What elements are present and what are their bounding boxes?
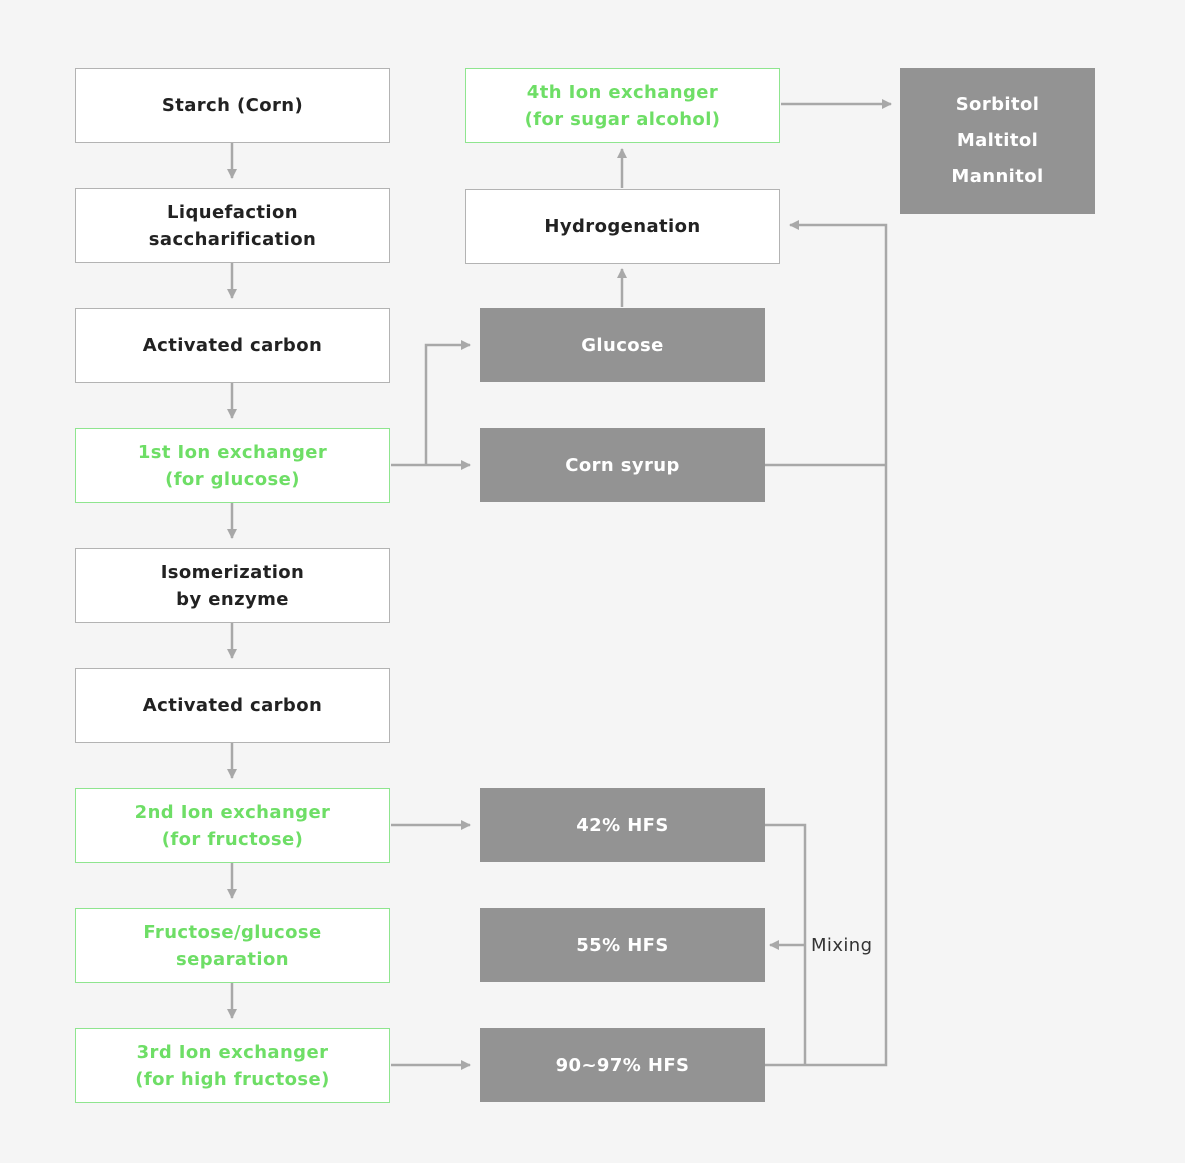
mixing-label: Mixing <box>811 935 873 956</box>
product-90-97-hfs-label: 90~97% HFS <box>555 1054 690 1076</box>
step-separation: Fructose/glucose separation <box>75 908 390 983</box>
step-activated-carbon-1: Activated carbon <box>75 308 390 383</box>
step-activated-carbon-2-label: Activated carbon <box>142 695 323 716</box>
step-separation-line1: Fructose/glucose <box>143 921 322 943</box>
step-isomerization-line2: by enzyme <box>176 588 289 610</box>
line-mixing-bracket <box>765 823 807 1065</box>
product-maltitol: Maltitol <box>956 130 1039 151</box>
product-55-hfs: 55% HFS <box>480 908 765 982</box>
step-hydrogenation-label: Hydrogenation <box>544 216 701 237</box>
arrow-ion1-to-glucose <box>424 340 471 465</box>
step-activated-carbon-1-label: Activated carbon <box>142 335 323 356</box>
step-ion-exchanger-2: 2nd Ion exchanger (for fructose) <box>75 788 390 863</box>
step-separation-line2: separation <box>176 948 289 970</box>
step-ion-exchanger-2-line1: 2nd Ion exchanger <box>134 801 331 823</box>
product-42-hfs: 42% HFS <box>480 788 765 862</box>
product-corn-syrup-label: Corn syrup <box>565 454 680 476</box>
step-ion-exchanger-3-line2: (for high fructose) <box>135 1068 330 1090</box>
step-starch: Starch (Corn) <box>75 68 390 143</box>
product-corn-syrup: Corn syrup <box>480 428 765 502</box>
step-liquefaction: Liquefaction saccharification <box>75 188 390 263</box>
product-sugar-alcohols: Sorbitol Maltitol Mannitol <box>900 68 1095 214</box>
step-ion-exchanger-2-line2: (for fructose) <box>161 828 304 850</box>
step-ion-exchanger-4: 4th Ion exchanger (for sugar alcohol) <box>465 68 780 143</box>
step-isomerization-line1: Isomerization <box>160 561 305 583</box>
step-liquefaction-line1: Liquefaction <box>167 201 298 223</box>
product-sorbitol: Sorbitol <box>955 94 1040 115</box>
arrow-feed-to-hydrogenation <box>765 220 888 1067</box>
product-55-hfs-label: 55% HFS <box>576 934 669 956</box>
product-90-97-hfs: 90~97% HFS <box>480 1028 765 1102</box>
step-hydrogenation: Hydrogenation <box>465 189 780 264</box>
step-activated-carbon-2: Activated carbon <box>75 668 390 743</box>
step-ion-exchanger-3: 3rd Ion exchanger (for high fructose) <box>75 1028 390 1103</box>
step-isomerization: Isomerization by enzyme <box>75 548 390 623</box>
step-ion-exchanger-1-line1: 1st Ion exchanger <box>137 441 328 463</box>
step-starch-label: Starch (Corn) <box>161 95 304 116</box>
product-glucose: Glucose <box>480 308 765 382</box>
step-ion-exchanger-4-line1: 4th Ion exchanger <box>526 81 719 103</box>
product-42-hfs-label: 42% HFS <box>576 814 669 836</box>
step-ion-exchanger-4-line2: (for sugar alcohol) <box>524 108 721 130</box>
product-glucose-label: Glucose <box>581 334 664 356</box>
step-ion-exchanger-1: 1st Ion exchanger (for glucose) <box>75 428 390 503</box>
product-mannitol: Mannitol <box>951 166 1044 187</box>
step-ion-exchanger-3-line1: 3rd Ion exchanger <box>136 1041 329 1063</box>
step-ion-exchanger-1-line2: (for glucose) <box>165 468 300 490</box>
step-liquefaction-line2: saccharification <box>148 228 317 250</box>
